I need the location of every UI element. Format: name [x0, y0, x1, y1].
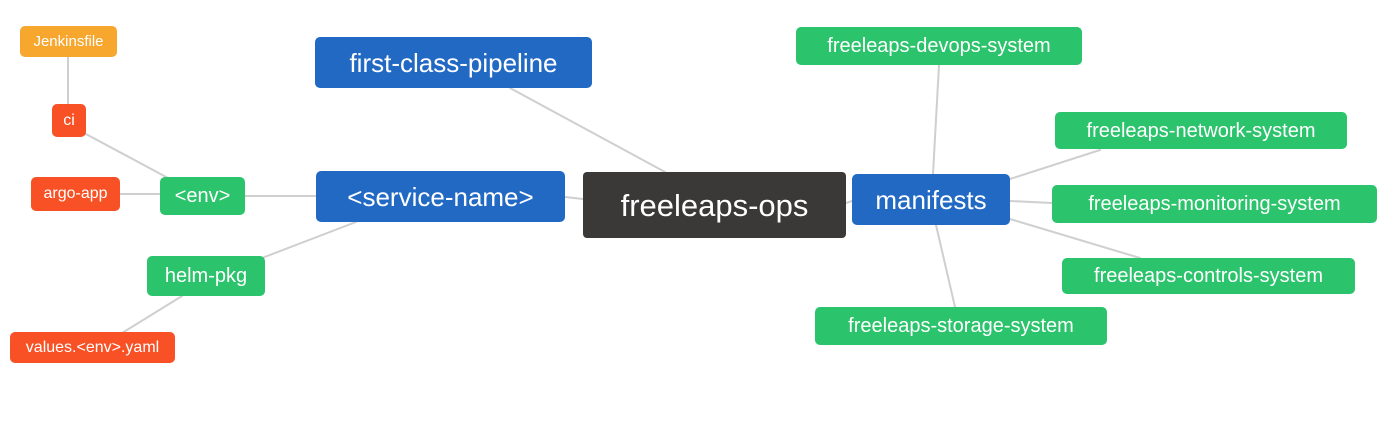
node-first-class-pipeline[interactable]: first-class-pipeline	[315, 37, 592, 88]
node-freeleaps-ops[interactable]: freeleaps-ops	[583, 172, 846, 238]
node-argo-app[interactable]: argo-app	[31, 177, 120, 211]
edge-manifests-freeleaps-network-system	[1009, 149, 1101, 180]
node-jenkinsfile[interactable]: Jenkinsfile	[20, 26, 117, 57]
node-freeleaps-devops-system[interactable]: freeleaps-devops-system	[796, 27, 1082, 65]
node-freeleaps-controls-system[interactable]: freeleaps-controls-system	[1062, 258, 1355, 294]
node-values-env-yaml[interactable]: values.<env>.yaml	[10, 332, 175, 363]
node-freeleaps-storage-system[interactable]: freeleaps-storage-system	[815, 307, 1107, 345]
edge-helm-pkg-values-env-yaml	[121, 295, 183, 334]
edge-env-ci	[83, 132, 169, 179]
edge-manifests-freeleaps-devops-system	[932, 64, 940, 175]
edge-service-name-helm-pkg	[261, 221, 357, 259]
node-helm-pkg[interactable]: helm-pkg	[147, 256, 265, 296]
node-manifests[interactable]: manifests	[852, 174, 1010, 225]
edge-freeleaps-ops-service-name	[564, 196, 584, 200]
edge-manifests-freeleaps-controls-system	[1009, 218, 1141, 259]
node-env[interactable]: <env>	[160, 177, 245, 215]
edge-manifests-freeleaps-monitoring-system	[1009, 200, 1053, 204]
edge-manifests-freeleaps-storage-system	[935, 224, 956, 308]
node-freeleaps-monitoring-system[interactable]: freeleaps-monitoring-system	[1052, 185, 1377, 223]
node-service-name[interactable]: <service-name>	[316, 171, 565, 222]
node-freeleaps-network-system[interactable]: freeleaps-network-system	[1055, 112, 1347, 149]
edge-freeleaps-ops-first-class-pipeline	[509, 87, 666, 173]
node-ci[interactable]: ci	[52, 104, 86, 137]
